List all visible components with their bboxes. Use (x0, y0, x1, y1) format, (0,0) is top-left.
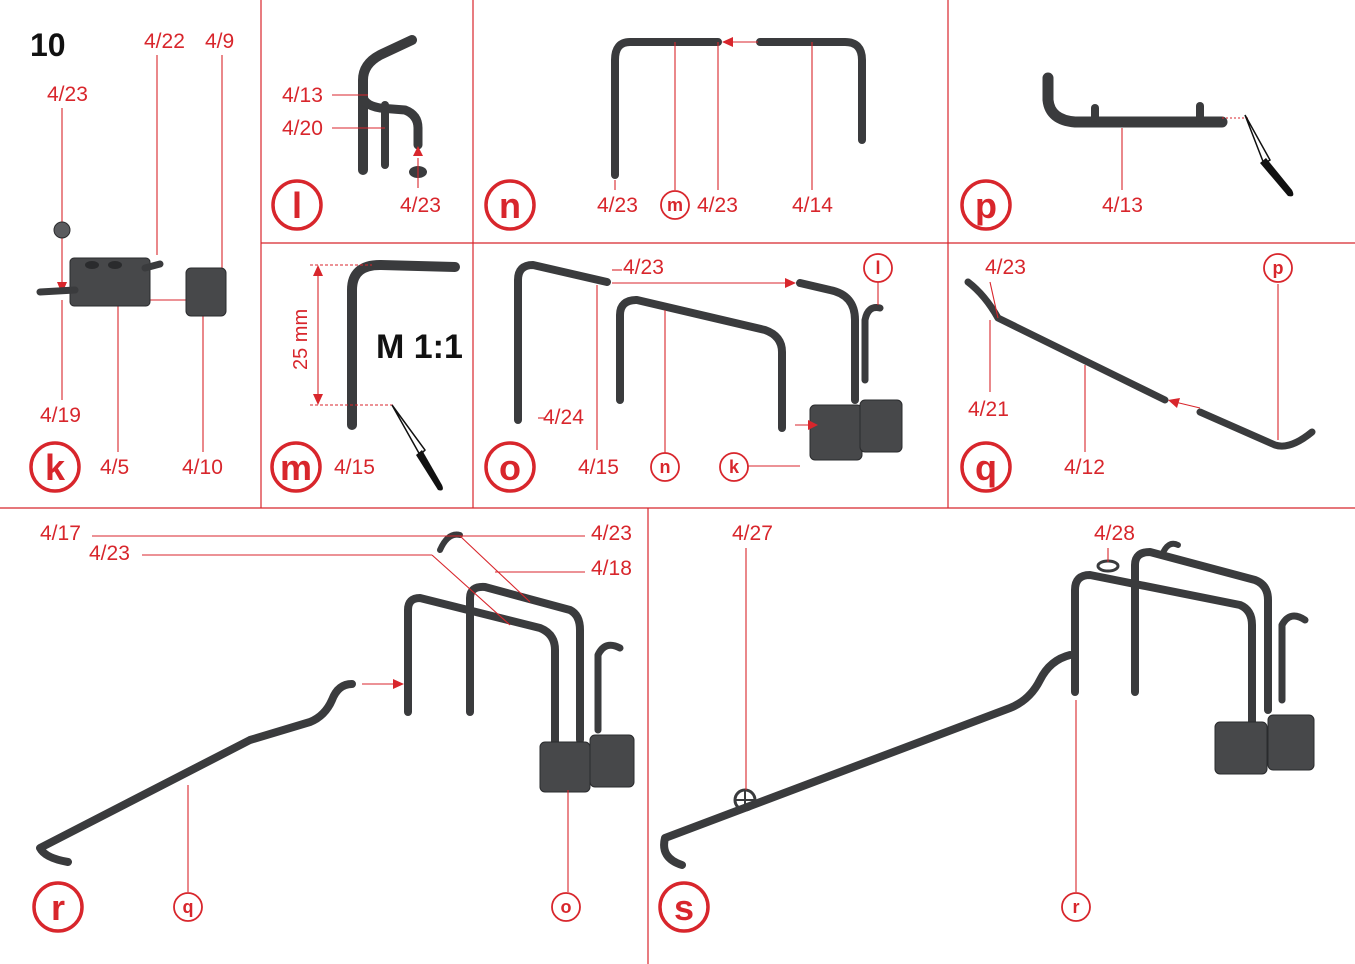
part-label-4-15: 4/15 (334, 456, 375, 479)
part-label-4-23: 4/23 (985, 256, 1026, 279)
step-badge-q: q (975, 447, 997, 488)
step-badge-p: p (975, 185, 997, 226)
part-label-4-13: 4/13 (1102, 194, 1143, 217)
ref-badge-p: p (1273, 258, 1284, 278)
part-label-4-15: 4/15 (578, 456, 619, 479)
valve-wheel-icon (735, 790, 755, 810)
part-label-4-23: 4/23 (623, 256, 664, 279)
valve-wheel-icon (1098, 561, 1118, 571)
part-label-4-14: 4/14 (792, 194, 833, 217)
knife-icon (392, 405, 443, 490)
step-badge-s: s (674, 887, 694, 928)
panel-r: 4/17 4/23 4/23 4/18 q o r (34, 522, 634, 931)
panel-p: 4/13 p (962, 78, 1293, 229)
part-label-4-24: 4/24 (543, 406, 584, 429)
panel-l: 4/13 4/20 4/23 l (273, 40, 441, 229)
panel-n: 4/23 m 4/23 4/14 n (486, 37, 862, 229)
panel-k: 10 4/22 4/9 4/23 4/19 4/5 4/10 k (30, 27, 234, 491)
part-label-4-27: 4/27 (732, 522, 773, 545)
panel-o: 4/23 4/24 4/15 n k l o (486, 254, 902, 491)
part-label-4-23: 4/23 (597, 194, 638, 217)
step-badge-n: n (499, 185, 521, 226)
part-label-4-21: 4/21 (968, 398, 1009, 421)
part-label-4-17: 4/17 (40, 522, 81, 545)
dimension-25mm: 25 mm (290, 309, 312, 370)
step-badge-m: m (280, 447, 312, 488)
part-label-4-18: 4/18 (591, 557, 632, 580)
ref-badge-n: n (660, 457, 671, 477)
panel-s: 4/27 4/28 r s (660, 522, 1314, 931)
knife-icon (1245, 115, 1293, 196)
ref-badge-r: r (1072, 897, 1079, 917)
ref-badge-k: k (729, 457, 740, 477)
part-label-4-22: 4/22 (144, 30, 185, 53)
part-label-4-13: 4/13 (282, 84, 323, 107)
panel-m: 25 mm M 1:1 4/15 m (272, 265, 463, 491)
part-label-4-23: 4/23 (697, 194, 738, 217)
step-number: 10 (30, 27, 66, 63)
part-label-4-23: 4/23 (591, 522, 632, 545)
ref-badge-m: m (667, 195, 683, 215)
step-badge-k: k (45, 447, 66, 488)
ref-badge-q: q (183, 897, 194, 917)
ref-badge-o: o (561, 897, 572, 917)
part-label-4-19: 4/19 (40, 404, 81, 427)
part-label-4-10: 4/10 (182, 456, 223, 479)
part-label-4-9: 4/9 (205, 30, 234, 53)
ref-badge-l: l (875, 258, 880, 278)
part-label-4-20: 4/20 (282, 117, 323, 140)
step-badge-l: l (292, 185, 302, 226)
step-badge-o: o (499, 447, 521, 488)
panel-q: 4/23 4/21 4/12 p q (962, 254, 1312, 491)
part-label-4-5: 4/5 (100, 456, 129, 479)
part-label-4-23: 4/23 (47, 83, 88, 106)
part-label-4-28: 4/28 (1094, 522, 1135, 545)
part-label-4-23: 4/23 (89, 542, 130, 565)
step-badge-r: r (51, 887, 65, 928)
part-label-4-23: 4/23 (400, 194, 441, 217)
part-label-4-12: 4/12 (1064, 456, 1105, 479)
scale-label: M 1:1 (376, 328, 463, 366)
